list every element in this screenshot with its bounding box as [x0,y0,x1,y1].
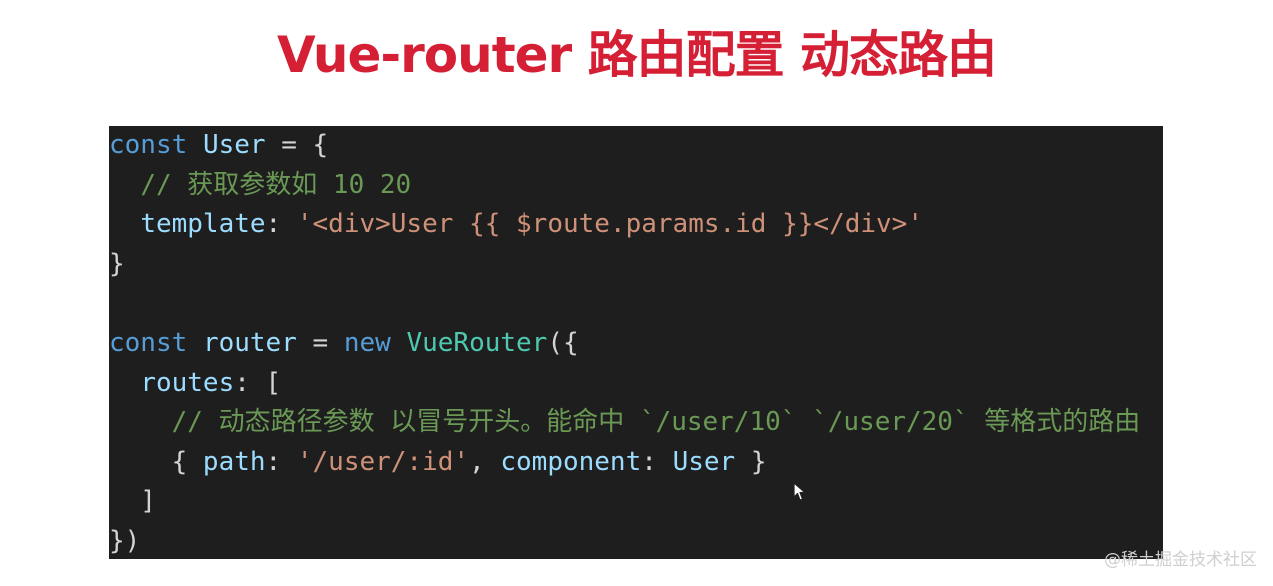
keyword-const: const [109,328,188,358]
code-line-9: { path: '/user/:id', component: User } [109,443,767,483]
watermark-label: @稀土掘金技术社区 [1104,550,1257,570]
keyword-new: new [343,328,391,358]
code-space [187,130,203,160]
property-component: component [500,446,642,477]
code-punctuation: }) [109,526,141,556]
code-space [391,328,407,358]
code-line-3: template: '<div>User {{ $route.params.id… [109,205,923,245]
code-indent [109,407,172,437]
code-punctuation: { [109,446,203,477]
string-path: '/user/:id' [296,446,470,477]
property-routes: routes [140,367,235,398]
identifier-user: User [672,446,736,477]
code-line-8: // 动态路径参数 以冒号开头。能命中 `/user/10` `/user/20… [109,403,1141,443]
code-line-1: const User = { [109,126,328,166]
code-punctuation: ] [109,486,156,517]
identifier-user: User [202,130,266,160]
code-punctuation: , [469,446,501,477]
code-punctuation: ({ [547,328,579,358]
code-punctuation: } [109,248,125,279]
code-punctuation: : [265,446,297,477]
code-punctuation: : [ [234,367,282,398]
code-indent [109,368,140,398]
identifier-router: router [202,328,297,358]
code-line-6: const router = new VueRouter({ [109,324,579,364]
code-punctuation: : [641,446,673,477]
code-indent [109,170,140,200]
code-indent [109,209,140,239]
code-line-4: } [109,245,125,285]
code-punctuation: = [296,328,344,358]
code-line-2: // 获取参数如 10 20 [109,166,411,206]
code-comment: // 获取参数如 10 20 [140,169,412,200]
property-template: template [140,209,266,240]
code-line-11: }) [109,522,140,559]
page-title: Vue-router 路由配置 动态路由 [276,26,997,84]
code-line-7: routes: [ [109,364,281,404]
property-path: path [202,446,266,477]
code-space [187,328,203,358]
class-vuerouter: VueRouter [406,328,548,358]
code-punctuation: } [735,446,767,477]
code-line-10: ] [109,482,156,522]
code-comment: // 动态路径参数 以冒号开头。能命中 `/user/10` `/user/20… [171,407,1141,438]
code-punctuation: = { [265,130,329,160]
code-punctuation: : [265,209,297,240]
keyword-const: const [109,130,188,160]
code-block: const User = { // 获取参数如 10 20 template: … [109,126,1163,559]
string-template: '<div>User {{ $route.params.id }}</div>' [296,209,923,240]
mouse-cursor-icon [793,482,806,501]
